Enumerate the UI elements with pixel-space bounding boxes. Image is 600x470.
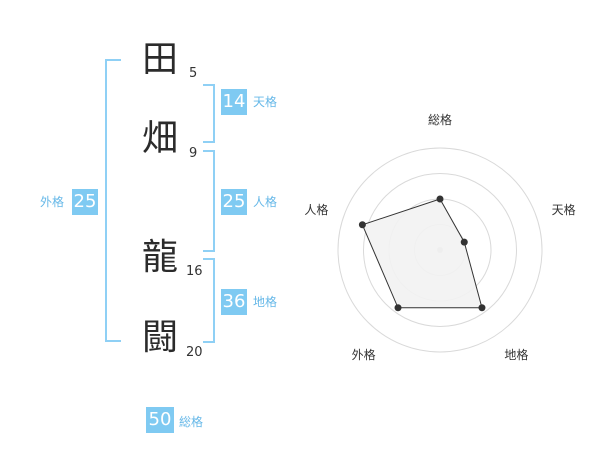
radar-series-points bbox=[358, 195, 486, 312]
chikaku-bracket bbox=[203, 258, 215, 343]
radar-point-3 bbox=[394, 304, 402, 312]
radar-axis-label-4: 人格 bbox=[304, 202, 328, 217]
radar-point-1 bbox=[460, 238, 468, 246]
soukaku-label: 総格 bbox=[179, 415, 204, 429]
soukaku-value: 50 bbox=[146, 407, 174, 433]
radar-point-2 bbox=[478, 304, 486, 312]
radar-point-4 bbox=[358, 221, 366, 229]
jinkaku-bracket bbox=[203, 150, 215, 252]
radar-axis-label-1: 天格 bbox=[552, 202, 576, 217]
gaikaku-value: 25 bbox=[72, 189, 98, 215]
tenkaku-label: 天格 bbox=[253, 95, 278, 109]
radar-axis-label-3: 外格 bbox=[352, 347, 376, 362]
name-char-4: 闘 bbox=[142, 317, 179, 358]
stroke-count-1: 5 bbox=[189, 66, 198, 81]
radar-ring-4 bbox=[337, 147, 543, 353]
stroke-count-2: 9 bbox=[189, 146, 198, 161]
tenkaku-value: 14 bbox=[221, 89, 247, 115]
name-char-1: 田 bbox=[142, 39, 179, 80]
gaikaku-label: 外格 bbox=[40, 195, 65, 209]
radar-axis-label-0: 総格 bbox=[428, 112, 452, 127]
stroke-count-3: 16 bbox=[186, 264, 203, 279]
radar-series-area bbox=[361, 198, 483, 309]
radar-ring-3 bbox=[363, 173, 517, 327]
gaikaku-bracket bbox=[105, 59, 121, 342]
chikaku-label: 地格 bbox=[253, 295, 278, 309]
tenkaku-bracket bbox=[203, 84, 215, 143]
jinkaku-label: 人格 bbox=[253, 195, 278, 209]
stroke-count-4: 20 bbox=[186, 345, 203, 360]
name-char-3: 龍 bbox=[142, 237, 179, 278]
chikaku-value: 36 bbox=[221, 289, 247, 315]
radar-point-0 bbox=[436, 195, 444, 203]
radar-axis-label-2: 地格 bbox=[504, 347, 528, 362]
jinkaku-value: 25 bbox=[221, 189, 247, 215]
name-char-2: 畑 bbox=[142, 118, 179, 159]
